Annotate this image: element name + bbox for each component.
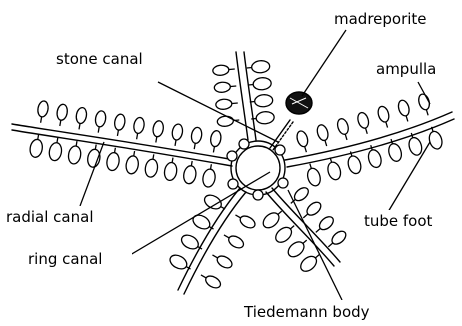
ampulla — [316, 124, 330, 142]
tube-foot — [256, 111, 275, 125]
ampulla — [238, 214, 257, 231]
tube-foot — [182, 165, 197, 185]
ampulla — [56, 104, 69, 121]
ampulla — [214, 82, 231, 93]
tube-foot — [168, 252, 190, 271]
ampulla — [210, 130, 223, 147]
label-stone-canal: stone canal — [56, 50, 143, 68]
ampulla — [190, 127, 203, 144]
tube-foot — [346, 154, 363, 175]
ring-canal — [227, 139, 288, 200]
tube-foot — [253, 77, 272, 91]
ampulla — [37, 100, 50, 117]
ampulla — [217, 116, 234, 127]
ampulla — [215, 99, 232, 110]
tube-foot — [366, 148, 383, 169]
ampulla — [114, 113, 127, 130]
label-radial-canal: radial canal — [6, 208, 93, 226]
label-tube-foot: tube foot — [364, 212, 433, 230]
tube-foot — [407, 136, 424, 157]
tube-foot — [306, 167, 323, 188]
ampulla — [94, 110, 107, 127]
tube-foot — [179, 232, 201, 251]
tube-foot — [254, 94, 273, 108]
ampulla — [133, 117, 146, 134]
tube-foot — [125, 155, 140, 175]
leader-madreporite — [302, 30, 346, 96]
label-ring-canal: ring canal — [28, 250, 102, 268]
tube-foot — [251, 60, 270, 74]
ampulla — [75, 107, 88, 124]
tube-foot — [67, 145, 82, 165]
ampulla — [152, 120, 165, 137]
ampulla — [376, 105, 390, 123]
ampulla — [397, 99, 411, 117]
tube-foot — [144, 158, 159, 178]
ampulla — [171, 123, 184, 140]
tube-foot — [191, 212, 213, 231]
tube-foot — [163, 162, 178, 182]
ampulla — [212, 65, 229, 76]
ampulla — [336, 117, 350, 135]
tube-foot — [48, 142, 63, 162]
tube-foot — [326, 161, 343, 182]
tube-foot — [106, 152, 121, 172]
tube-foot — [427, 130, 444, 151]
label-tiedemann-body: Tiedemann body — [243, 303, 370, 321]
ampulla — [356, 111, 370, 129]
tube-foot — [202, 168, 217, 188]
tube-foot — [29, 138, 44, 158]
label-ampulla: ampulla — [376, 60, 436, 78]
ampulla — [227, 234, 246, 251]
ampulla — [204, 274, 223, 291]
leader-ring-canal — [130, 172, 270, 255]
label-madreporite: madreporite — [334, 10, 427, 28]
ampulla — [295, 130, 309, 148]
ampulla — [215, 254, 234, 271]
tube-foot — [387, 142, 404, 163]
tube-foot — [86, 148, 101, 168]
